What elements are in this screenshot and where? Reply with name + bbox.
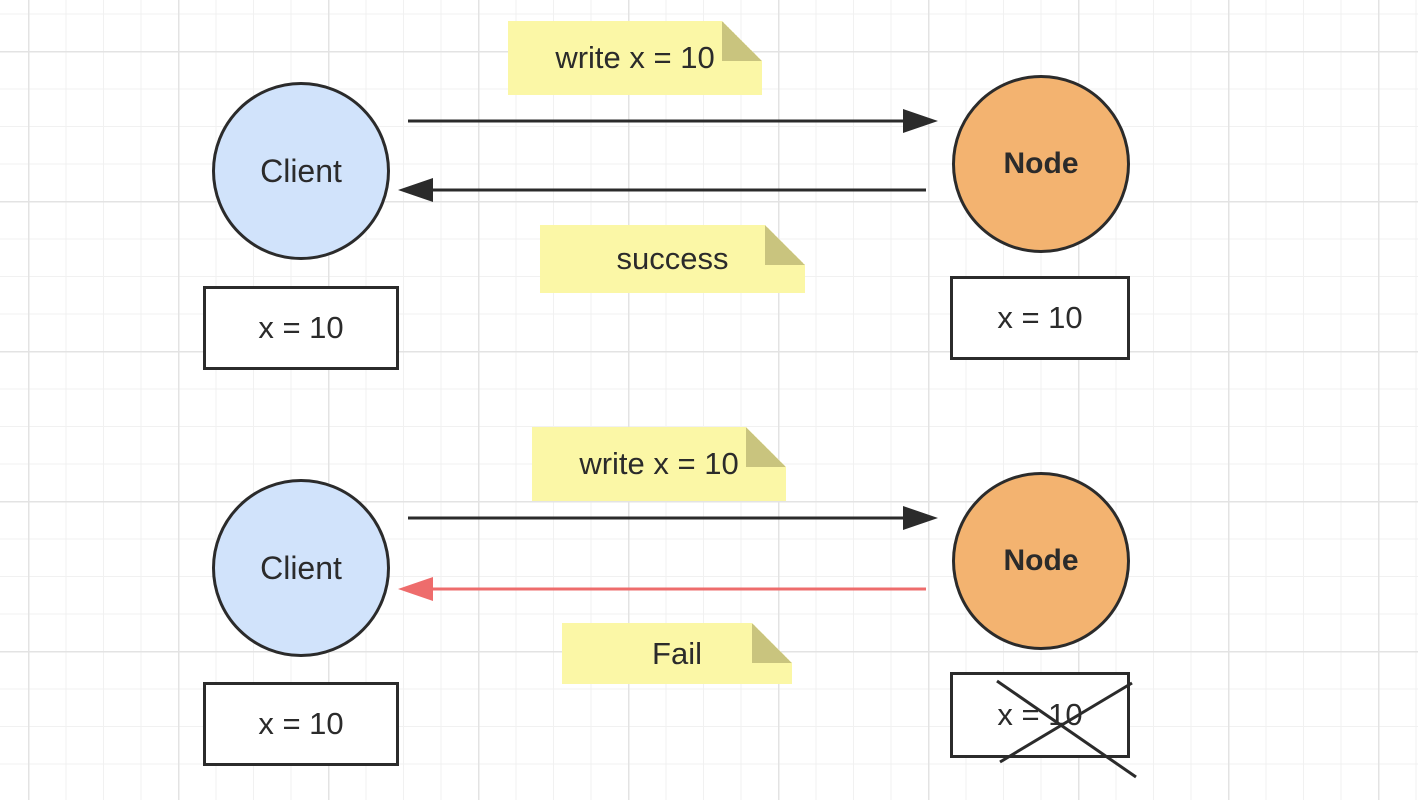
response-note-text-top: success: [616, 241, 729, 276]
note-fold: [752, 623, 792, 663]
response-arrowhead-1: [398, 178, 433, 202]
node-label-bottom: Node: [1003, 544, 1079, 577]
node-label-top: Node: [1003, 147, 1079, 180]
client-node-top[interactable]: Client: [212, 82, 390, 260]
request-note-text-bottom: write x = 10: [579, 446, 739, 481]
response-note-top[interactable]: success: [540, 225, 805, 293]
server-node-bottom[interactable]: Node: [952, 472, 1130, 650]
request-arrowhead-1: [903, 109, 938, 133]
fail-arrowhead: [398, 577, 433, 601]
request-note-text-top: write x = 10: [555, 40, 715, 75]
client-label-bottom: Client: [260, 549, 342, 586]
client-node-bottom[interactable]: Client: [212, 479, 390, 657]
client-value-top: x = 10: [258, 310, 344, 345]
note-fold: [765, 225, 805, 265]
node-value-box-top[interactable]: x = 10: [950, 276, 1130, 360]
note-fold: [746, 427, 786, 467]
request-arrowhead-2: [903, 506, 938, 530]
note-fold: [722, 21, 762, 61]
request-note-bottom[interactable]: write x = 10: [532, 427, 786, 501]
client-value-box-bottom[interactable]: x = 10: [203, 682, 399, 766]
node-value-bottom: x = 10: [997, 697, 1083, 732]
node-value-top: x = 10: [997, 300, 1083, 335]
client-label-top: Client: [260, 152, 342, 189]
fail-note-bottom[interactable]: Fail: [562, 623, 792, 684]
client-value-bottom: x = 10: [258, 706, 344, 741]
request-note-top[interactable]: write x = 10: [508, 21, 762, 95]
server-node-top[interactable]: Node: [952, 75, 1130, 253]
node-value-box-bottom[interactable]: x = 10: [950, 672, 1130, 758]
client-value-box-top[interactable]: x = 10: [203, 286, 399, 370]
fail-note-text-bottom: Fail: [652, 635, 702, 671]
